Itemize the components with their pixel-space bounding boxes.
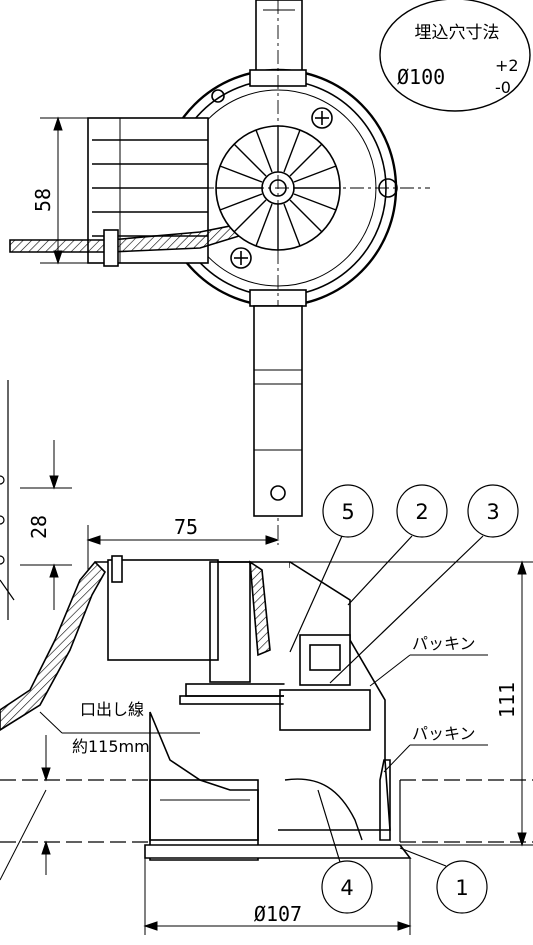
leaders <box>39 654 488 773</box>
balloon-5: 5 <box>341 500 354 524</box>
note-packing-upper: パッキン <box>412 634 476 653</box>
balloons <box>289 484 519 914</box>
balloon-1: 1 <box>455 876 468 900</box>
dim-75-label: 75 <box>174 515 198 539</box>
dim-111-label: 111 <box>495 682 519 718</box>
side-view <box>0 555 412 861</box>
balloon-2: 2 <box>415 500 428 524</box>
note-lead-wire: 口出し線 <box>80 700 144 719</box>
dim-ceiling-left <box>0 735 51 881</box>
left-partial <box>0 380 15 620</box>
note-lead-length: 約115mm <box>72 737 150 756</box>
dim-75 <box>86 525 280 570</box>
dim-58 <box>40 116 92 265</box>
balloon-4: 4 <box>340 876 353 900</box>
callout-diameter: Ø100 <box>397 65 445 89</box>
callout-tol-lower: -0 <box>495 78 511 97</box>
callout-tol-upper: +2 <box>495 56 519 75</box>
dim-28-label: 28 <box>27 515 51 539</box>
note-packing-lower: パッキン <box>412 724 476 743</box>
callout-title: 埋込穴寸法 <box>415 23 500 43</box>
balloon-3: 3 <box>486 500 499 524</box>
dim-58-label: 58 <box>31 188 55 212</box>
dim-107-label: Ø107 <box>254 902 302 926</box>
bore-callout: 埋込穴寸法 Ø100 +2 -0 <box>379 0 531 112</box>
ceiling-lines <box>0 779 533 843</box>
top-view <box>9 0 430 545</box>
dim-28 <box>20 440 72 610</box>
dim-107 <box>143 858 412 935</box>
